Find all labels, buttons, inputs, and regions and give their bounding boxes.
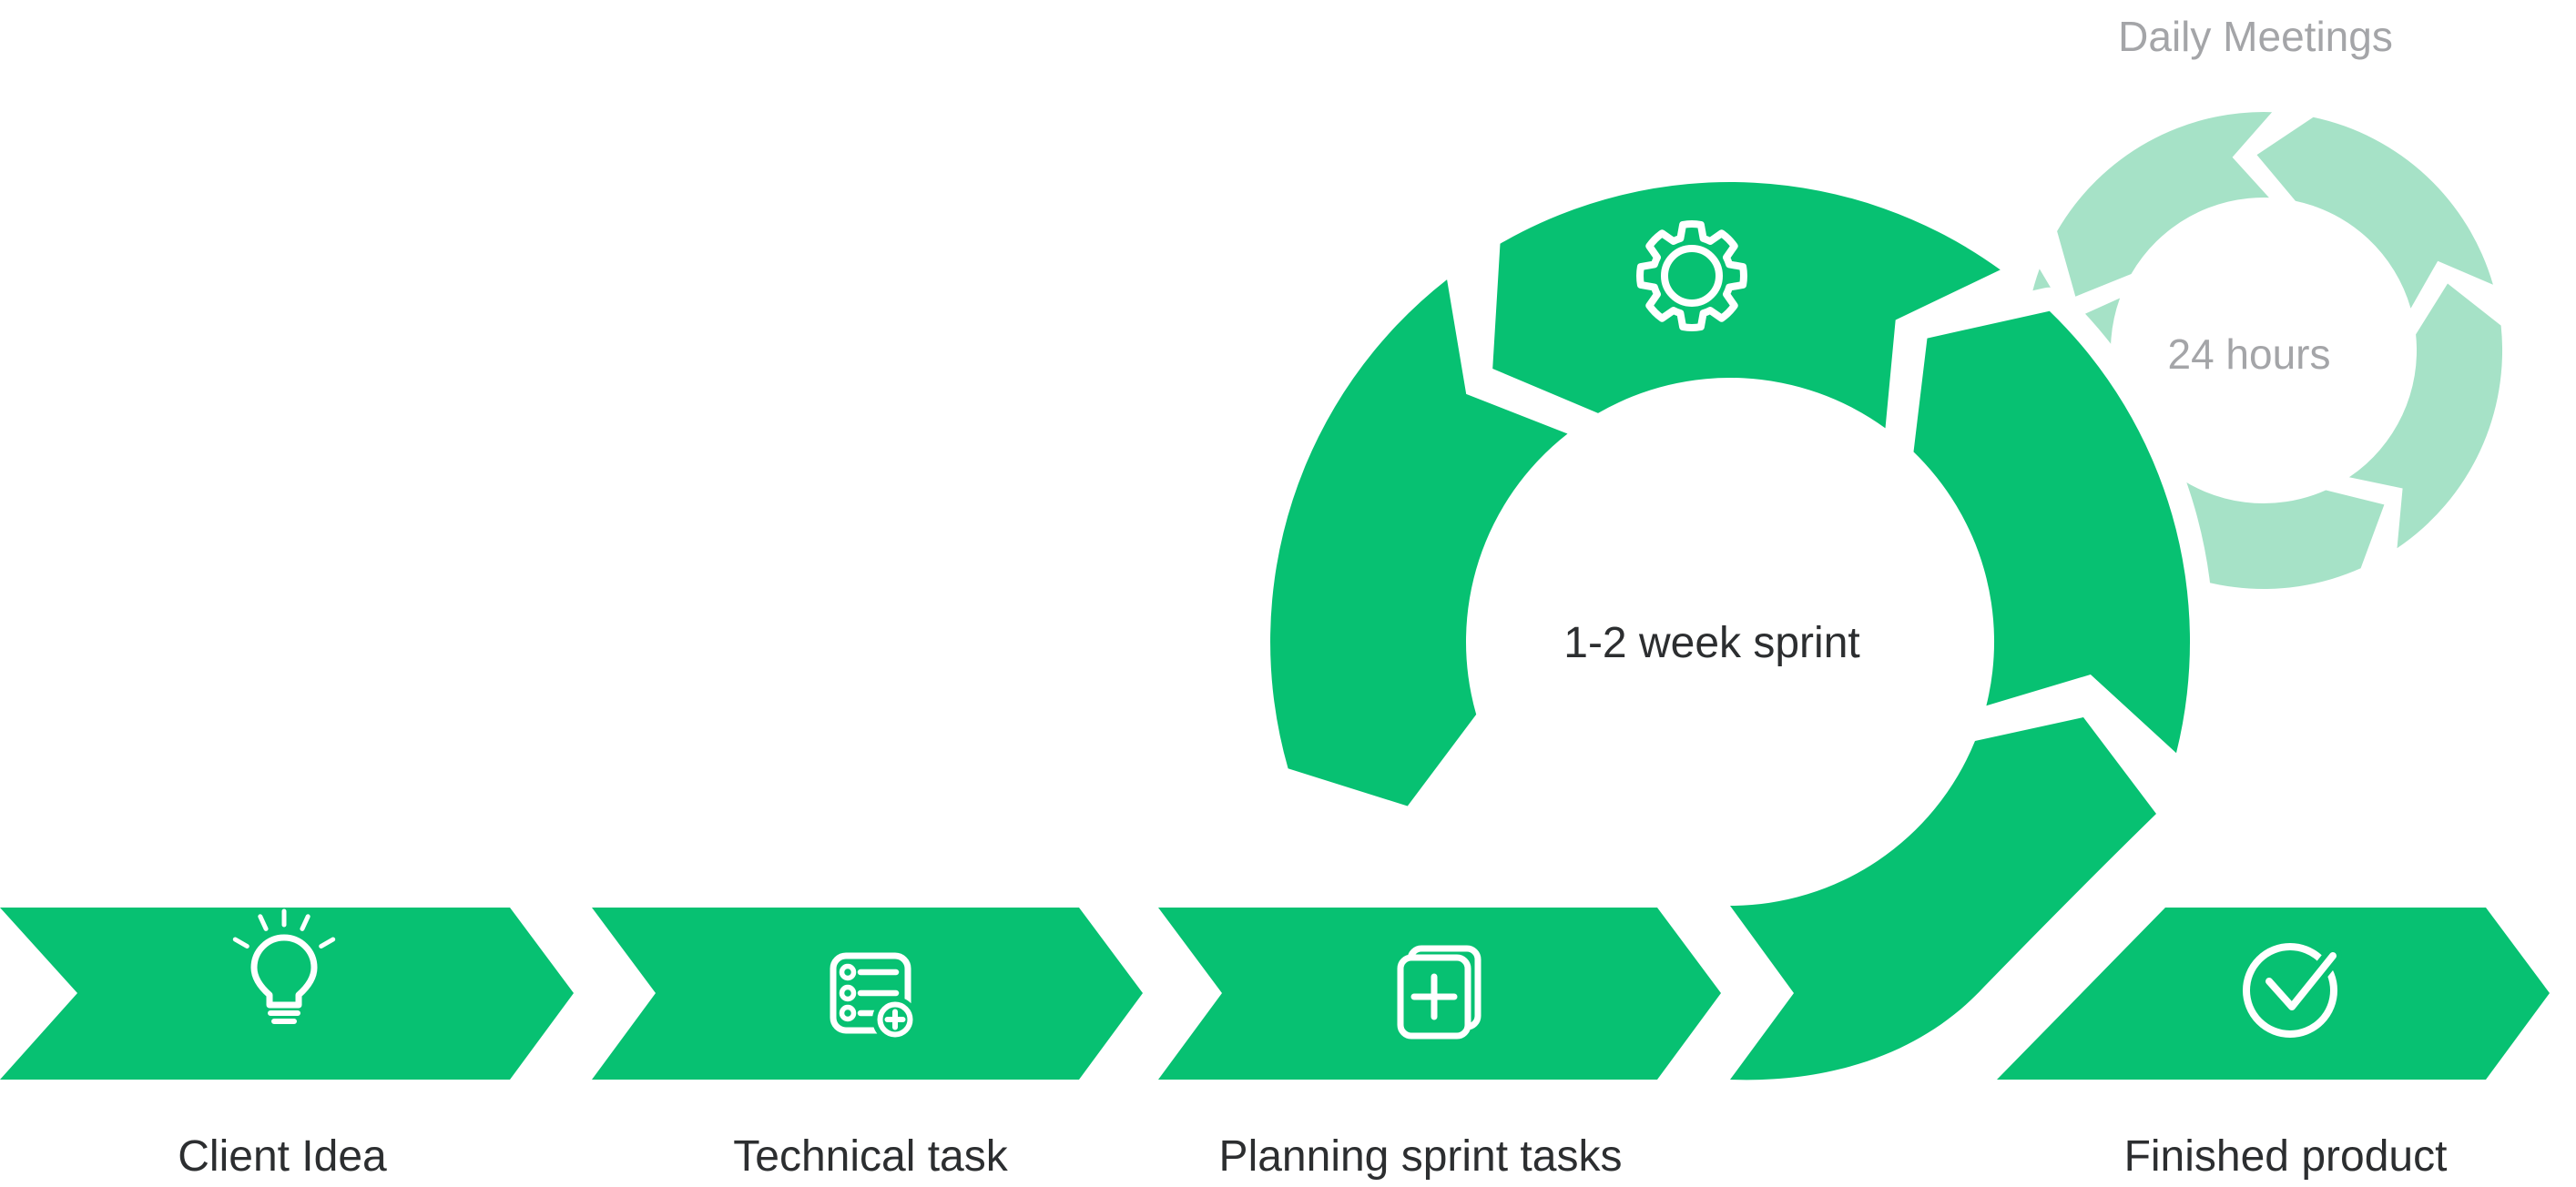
sprint-cycle-arrow-segment	[1247, 256, 1592, 830]
step-label-planning-sprint-tasks: Planning sprint tasks	[1219, 1132, 1623, 1181]
process-flow	[0, 908, 2550, 1080]
gear-outline	[1636, 220, 1747, 331]
step-label-technical-task: Technical task	[733, 1132, 1008, 1181]
check-circle-icon	[2243, 943, 2342, 1038]
sprint-cycle-arrow-segment	[1889, 287, 2214, 777]
gear-icon	[1636, 220, 1747, 331]
lightbulb-icon	[232, 908, 336, 1024]
sprint-cycle-center	[1468, 380, 1992, 904]
daily-cycle-arrow-segment	[2256, 117, 2493, 309]
daily-meetings-title: Daily Meetings	[2118, 13, 2393, 60]
daily-duration-label: 24 hours	[2167, 330, 2330, 378]
sprint-duration-label: 1-2 week sprint	[1563, 619, 1859, 667]
task-list-icon	[830, 952, 918, 1042]
daily-cycle-arrow-segment	[2348, 283, 2503, 549]
gear-hub	[1661, 245, 1723, 307]
step-label-client-idea: Client Idea	[178, 1132, 387, 1181]
sprint-cycle-swoosh-segment	[1706, 694, 2180, 1104]
sprint-cycle-arrow-segment	[1469, 158, 2024, 452]
sprint-cycle	[1247, 158, 2214, 1104]
add-document-icon	[1397, 945, 1481, 1040]
process-step-arrow-0	[0, 908, 574, 1080]
daily-cycle-arrow-segment	[2057, 112, 2273, 297]
step-label-finished-product: Finished product	[2124, 1132, 2448, 1181]
